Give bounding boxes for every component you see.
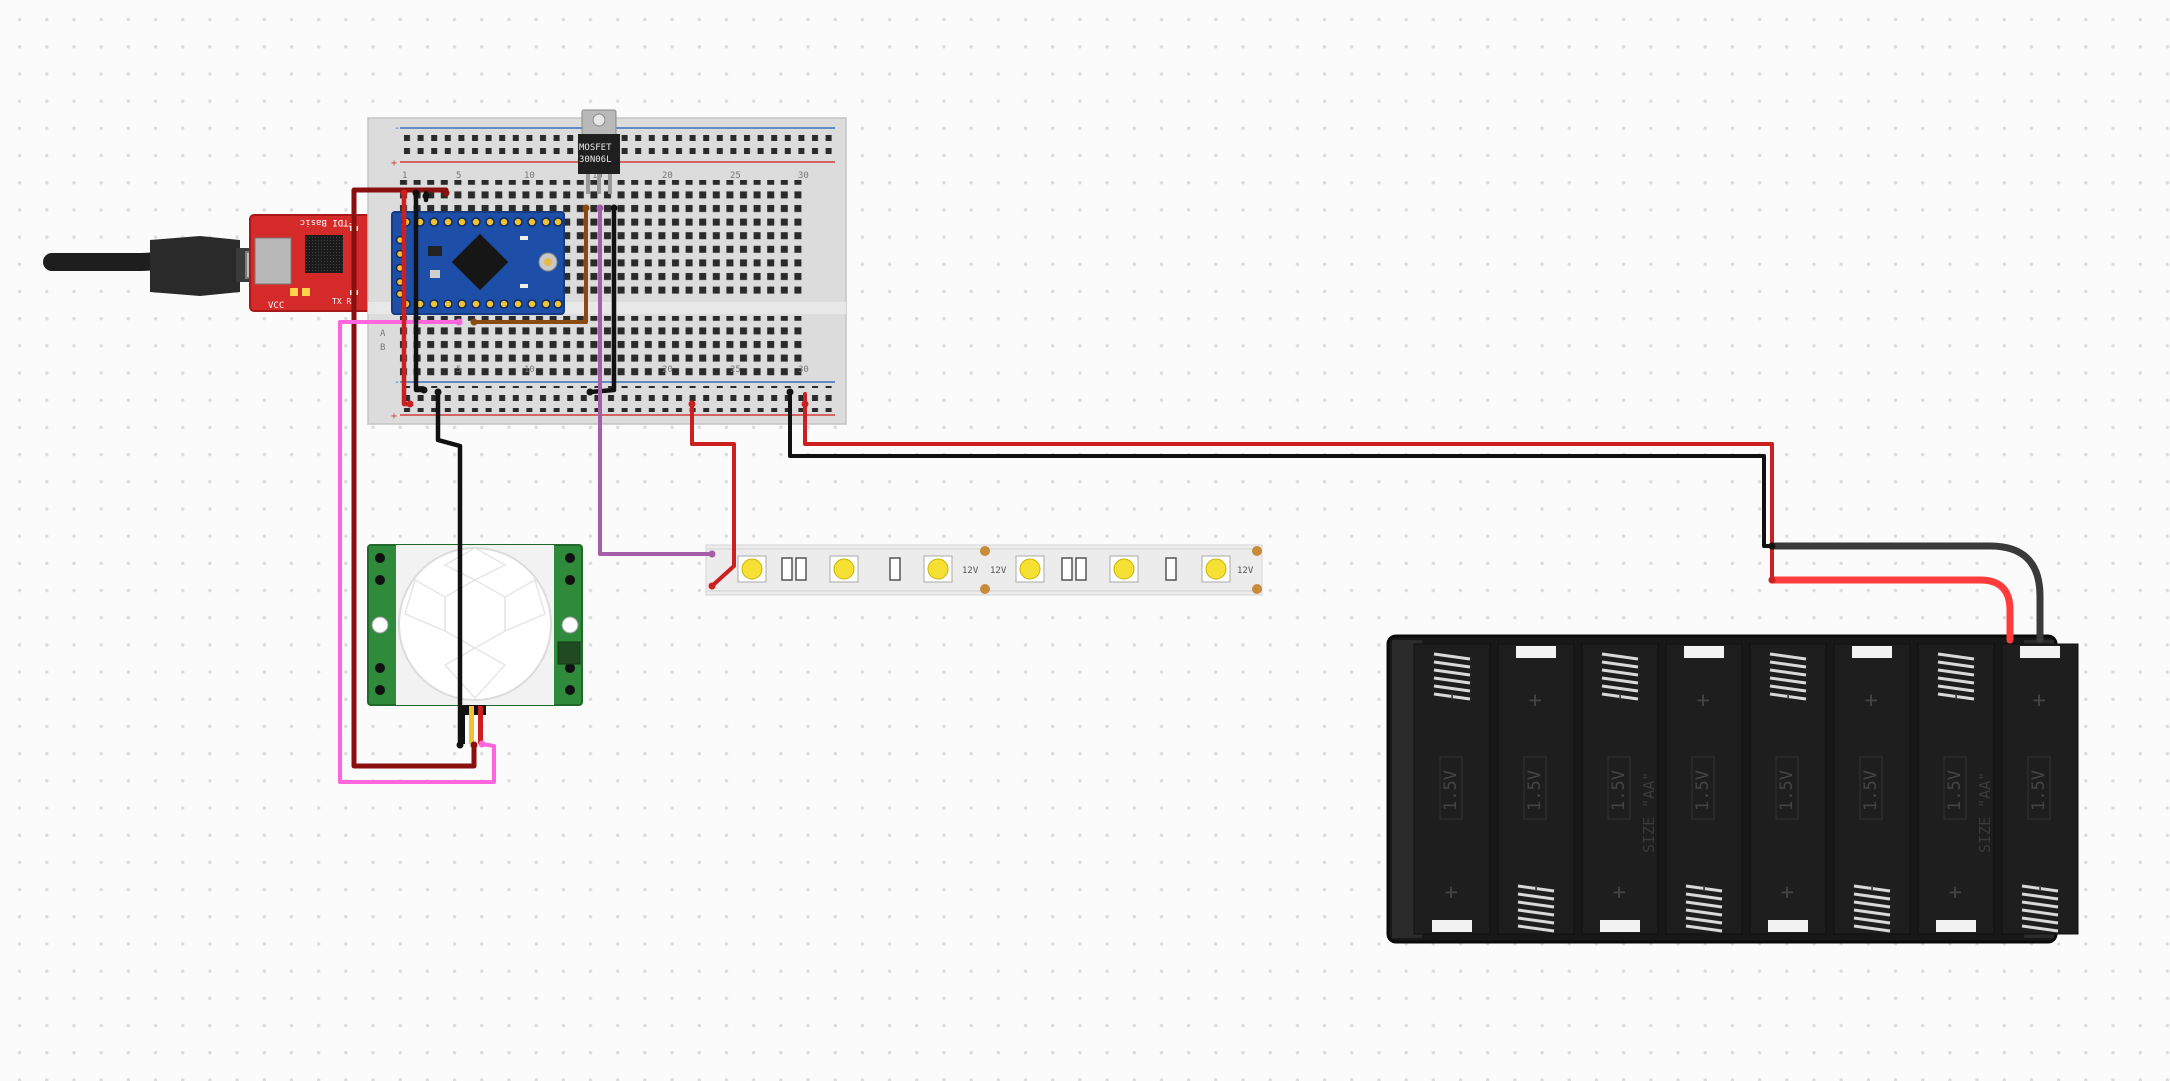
mosfet-label-2: 30N06L — [579, 155, 612, 165]
battery-spring-icon — [1433, 652, 1471, 701]
battery-cell: 1.5V + - — [1413, 643, 1491, 935]
battery-cell-plus: + — [1607, 886, 1632, 899]
battery-cell-plus: + — [1943, 886, 1968, 899]
battery-lead-black[interactable] — [1768, 542, 2044, 644]
pir-motion-sensor[interactable] — [367, 544, 583, 744]
battery-cell-voltage: 1.5V — [1861, 770, 1881, 811]
svg-text:5: 5 — [456, 365, 461, 375]
battery-cell-plus: + — [1775, 886, 1800, 899]
battery-cell-minus: - — [1775, 690, 1800, 703]
battery-lead-red[interactable] — [1768, 576, 2014, 644]
wire-red-strip-power[interactable] — [690, 402, 736, 588]
battery-cell: 1.5V + - SIZE "AA" — [1917, 643, 1995, 935]
led-strip-voltage-label: 12V — [962, 566, 979, 576]
battery-cell-minus: - — [1439, 690, 1464, 703]
wire-endpoints — [400, 189, 1776, 749]
mosfet-label-1: MOSFET — [579, 143, 612, 153]
led-strip[interactable]: 12V 12V 12V — [705, 544, 1263, 596]
svg-text:A: A — [380, 329, 386, 339]
battery-cell-voltage: 1.5V — [1945, 770, 1965, 811]
wire-black-battery-link[interactable] — [788, 390, 1774, 548]
battery-cell-size: SIZE "AA" — [1976, 772, 1994, 853]
battery-cell-voltage: 1.5V — [1441, 770, 1461, 811]
battery-spring-icon — [2021, 884, 2059, 933]
battery-cell-minus: - — [1943, 690, 1968, 703]
mosfet-transistor[interactable]: MOSFET 30N06L — [578, 109, 620, 194]
battery-spring-icon — [1937, 652, 1975, 701]
battery-cell-plus: + — [1439, 886, 1464, 899]
ftdi-txrx-label: TX RX — [332, 297, 356, 306]
wire-purple-drain[interactable] — [598, 206, 714, 556]
battery-cell-minus: - — [1691, 882, 1716, 895]
usb-cable[interactable] — [43, 236, 273, 296]
wire-black-pir-gnd[interactable] — [435, 389, 463, 748]
battery-cell: 1.5V + - — [1665, 643, 1743, 935]
svg-text:B: B — [380, 343, 385, 353]
led-strip-voltage-label: 12V — [1237, 566, 1254, 576]
mini-usb-port — [254, 237, 292, 285]
battery-cell: 1.5V + - — [1497, 643, 1575, 935]
ftdi-title: FTDI Basic — [300, 217, 354, 227]
battery-cell-plus: + — [1523, 694, 1548, 707]
battery-cell: 1.5V + - SIZE "AA" — [1581, 643, 1659, 935]
wires — [338, 187, 2044, 784]
svg-text:20: 20 — [662, 171, 673, 181]
svg-text:30: 30 — [798, 171, 809, 181]
battery-spring-icon — [1601, 652, 1639, 701]
battery-cell-voltage: 1.5V — [1525, 770, 1545, 811]
svg-text:5: 5 — [456, 171, 461, 181]
battery-spring-icon — [1517, 884, 1555, 933]
wire-pink-pir-signal[interactable] — [338, 320, 496, 784]
battery-cell-plus: + — [1691, 694, 1716, 707]
battery-cell-plus: + — [2027, 694, 2052, 707]
battery-cell-minus: - — [1859, 882, 1884, 895]
wire-red-battery-link[interactable] — [803, 392, 1774, 582]
led-strip-leds — [737, 555, 1231, 583]
battery-cell-voltage: 1.5V — [2029, 770, 2049, 811]
led-strip-cut-pads — [980, 546, 1262, 594]
battery-cell-minus: - — [1607, 690, 1632, 703]
svg-text:25: 25 — [730, 171, 741, 181]
battery-cell: 1.5V + - — [1749, 643, 1827, 935]
ftdi-chip — [305, 235, 343, 273]
battery-cell-minus: - — [2027, 882, 2052, 895]
svg-text:+: + — [391, 158, 397, 169]
svg-text:10: 10 — [524, 171, 535, 181]
battery-cell-size: SIZE "AA" — [1640, 772, 1658, 853]
arduino-pins-bottom — [401, 299, 563, 309]
led-strip-voltage-label: 12V — [990, 566, 1007, 576]
battery-spring-icon — [1685, 884, 1723, 933]
row-letters: A B — [380, 329, 386, 353]
ftdi-vcc-label: VCC — [268, 301, 284, 311]
svg-text:25: 25 — [730, 365, 741, 375]
svg-text:+: + — [391, 411, 397, 422]
svg-text:10: 10 — [524, 365, 535, 375]
led-strip-resistors — [781, 557, 1177, 581]
battery-cell-voltage: 1.5V — [1609, 770, 1629, 811]
svg-text:20: 20 — [662, 365, 673, 375]
svg-text:1: 1 — [402, 171, 407, 181]
wire-brown-gate[interactable] — [472, 206, 588, 324]
battery-cell-voltage: 1.5V — [1693, 770, 1713, 811]
battery-cell: 1.5V + - — [1833, 643, 1911, 935]
pir-fresnel-lens — [398, 547, 552, 701]
svg-text:-: - — [394, 123, 400, 134]
battery-cell-plus: + — [1859, 694, 1884, 707]
svg-text:30: 30 — [798, 365, 809, 375]
battery-cell-voltage: 1.5V — [1777, 770, 1797, 811]
battery-spring-icon — [1853, 884, 1891, 933]
battery-cell: 1.5V + - — [2001, 643, 2079, 935]
battery-cell-minus: - — [1523, 882, 1548, 895]
battery-spring-icon — [1769, 652, 1807, 701]
svg-text:-: - — [394, 377, 400, 388]
battery-holder[interactable]: 1.5V+-1.5V+-1.5V+-SIZE "AA"1.5V+-1.5V+-1… — [1386, 634, 2079, 944]
